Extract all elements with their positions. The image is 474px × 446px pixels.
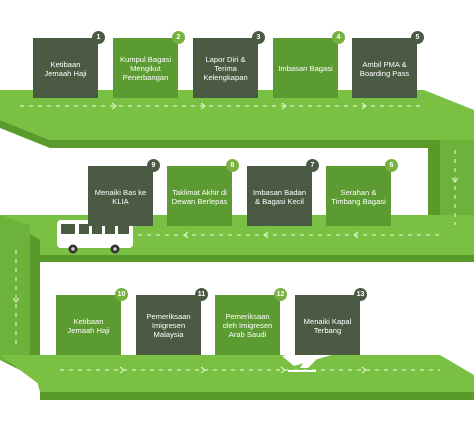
step-label: Lapor Diri & Terima Kelengkapan bbox=[203, 55, 248, 82]
road-row3-surface bbox=[30, 355, 474, 392]
step-label: Pemeriksaan Imigresen Malaysia bbox=[146, 312, 191, 339]
step-label: Taklimat Akhir di Dewan Berlepas bbox=[171, 187, 228, 206]
road-row1-edge bbox=[0, 120, 474, 148]
step-number-badge: 7 bbox=[306, 159, 319, 172]
step-card-9: Menaiki Bas ke KLIA bbox=[88, 166, 153, 226]
step-card-8: Taklimat Akhir di Dewan Berlepas bbox=[167, 166, 232, 226]
road-row2-edge bbox=[40, 255, 474, 262]
step-label: Ambil PMA & Boarding Pass bbox=[359, 59, 410, 78]
step-number-badge: 4 bbox=[332, 31, 345, 44]
step-card-11: Pemeriksaan Imigresen Malaysia bbox=[136, 295, 201, 355]
step-card-10: Ketibaan Jemaah Haji bbox=[56, 295, 121, 355]
step-label: Pemeriksaan oleh Imigresen Arab Saudi bbox=[222, 312, 273, 339]
step-number-badge: 13 bbox=[354, 288, 367, 301]
step-number-badge: 2 bbox=[172, 31, 185, 44]
step-label: Menaiki Bas ke KLIA bbox=[94, 187, 147, 206]
step-number-badge: 6 bbox=[385, 159, 398, 172]
road-row3-edge bbox=[40, 392, 474, 400]
step-number-badge: 9 bbox=[147, 159, 160, 172]
step-label: Menaiki Kapal Terbang bbox=[303, 316, 352, 335]
step-number-badge: 5 bbox=[411, 31, 424, 44]
step-card-6: Serahan & Timbang Bagasi bbox=[326, 166, 391, 226]
step-number-badge: 8 bbox=[226, 159, 239, 172]
step-card-7: Imbasan Badan & Bagasi Kecil bbox=[247, 166, 312, 226]
road-row1-top bbox=[0, 90, 474, 140]
step-card-12: Pemeriksaan oleh Imigresen Arab Saudi bbox=[215, 295, 280, 355]
step-card-4: Imbasan Bagasi bbox=[273, 38, 338, 98]
step-number-badge: 12 bbox=[274, 288, 287, 301]
step-label: Imbasan Bagasi bbox=[278, 64, 333, 73]
step-label: Ketibaan Jemaah Haji bbox=[67, 316, 110, 335]
step-number-badge: 3 bbox=[252, 31, 265, 44]
step-label: Ketibaan Jemaah Haji bbox=[44, 59, 87, 78]
step-label: Serahan & Timbang Bagasi bbox=[331, 187, 386, 206]
step-number-badge: 10 bbox=[115, 288, 128, 301]
step-card-5: Ambil PMA & Boarding Pass bbox=[352, 38, 417, 98]
step-card-2: Kumpul Bagasi Mengikut Penerbangan bbox=[113, 38, 178, 98]
step-number-badge: 1 bbox=[92, 31, 105, 44]
step-card-3: Lapor Diri & Terima Kelengkapan bbox=[193, 38, 258, 98]
step-card-13: Menaiki Kapal Terbang bbox=[295, 295, 360, 355]
step-card-1: Ketibaan Jemaah Haji bbox=[33, 38, 98, 98]
step-label: Imbasan Badan & Bagasi Kecil bbox=[252, 187, 307, 206]
step-label: Kumpul Bagasi Mengikut Penerbangan bbox=[119, 55, 172, 82]
arrow-icon bbox=[12, 102, 459, 374]
step-number-badge: 11 bbox=[195, 288, 208, 301]
road-connector-left-top bbox=[0, 215, 30, 370]
bus-icon bbox=[57, 220, 133, 254]
